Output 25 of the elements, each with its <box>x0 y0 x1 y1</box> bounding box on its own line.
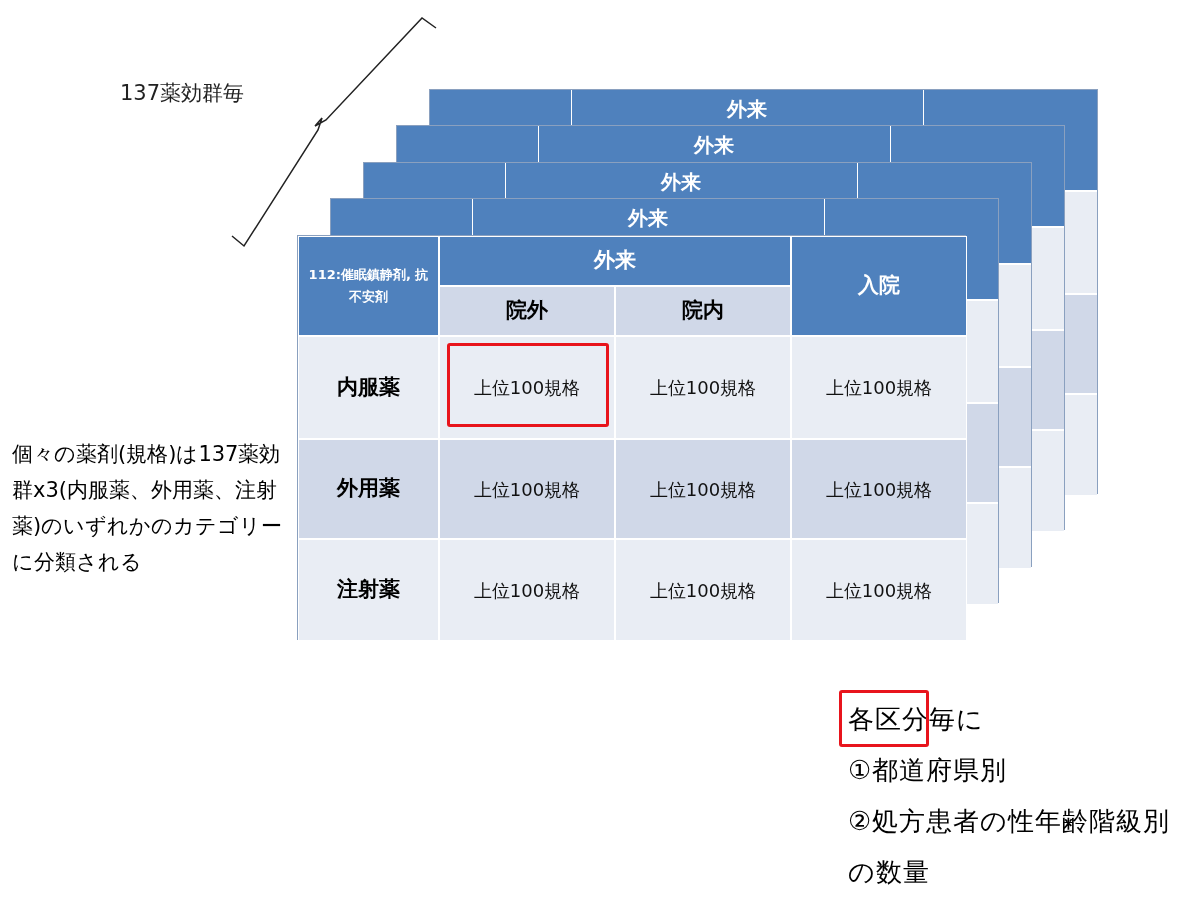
table-cell-text: 上位100規格 <box>473 578 581 603</box>
table-cell-text: 上位100規格 <box>473 376 581 400</box>
column-header: 外来 <box>626 205 669 232</box>
column-header: 外来 <box>692 132 735 159</box>
column-header: 外来 <box>659 168 702 195</box>
column-header: 外来 <box>594 247 636 275</box>
table-cell-text: 上位100規格 <box>649 578 757 603</box>
table-cell-text: 上位100規格 <box>473 477 581 502</box>
table-cell-text: 上位100規格 <box>825 376 933 400</box>
row-header: 注射薬 <box>337 576 400 604</box>
column-subheader: 院内 <box>682 297 724 325</box>
row-header: 内服薬 <box>337 373 400 401</box>
table-cell-text: 上位100規格 <box>825 477 933 502</box>
table-cell-text: 上位100規格 <box>825 578 933 603</box>
table-title: 112:催眠鎮静剤, 抗不安剤 <box>307 266 430 306</box>
column-subheader: 院外 <box>506 297 548 325</box>
table-cell-text: 上位100規格 <box>649 477 757 502</box>
group-label: 137薬効群毎 <box>120 80 245 107</box>
note-text: 個々の薬剤(規格)は137薬効群x3(内服薬、外用薬、注射薬)のいずれかのカテゴリーに分類される <box>12 441 284 576</box>
note-text: ②処方患者の性年齢階級別の数量 <box>848 805 1172 889</box>
row-header: 外用薬 <box>337 475 400 503</box>
column-header: 外来 <box>725 95 768 122</box>
note-text: ①都道府県別 <box>848 754 1009 787</box>
table-cell-text: 上位100規格 <box>649 376 757 400</box>
column-header: 入院 <box>858 272 900 300</box>
